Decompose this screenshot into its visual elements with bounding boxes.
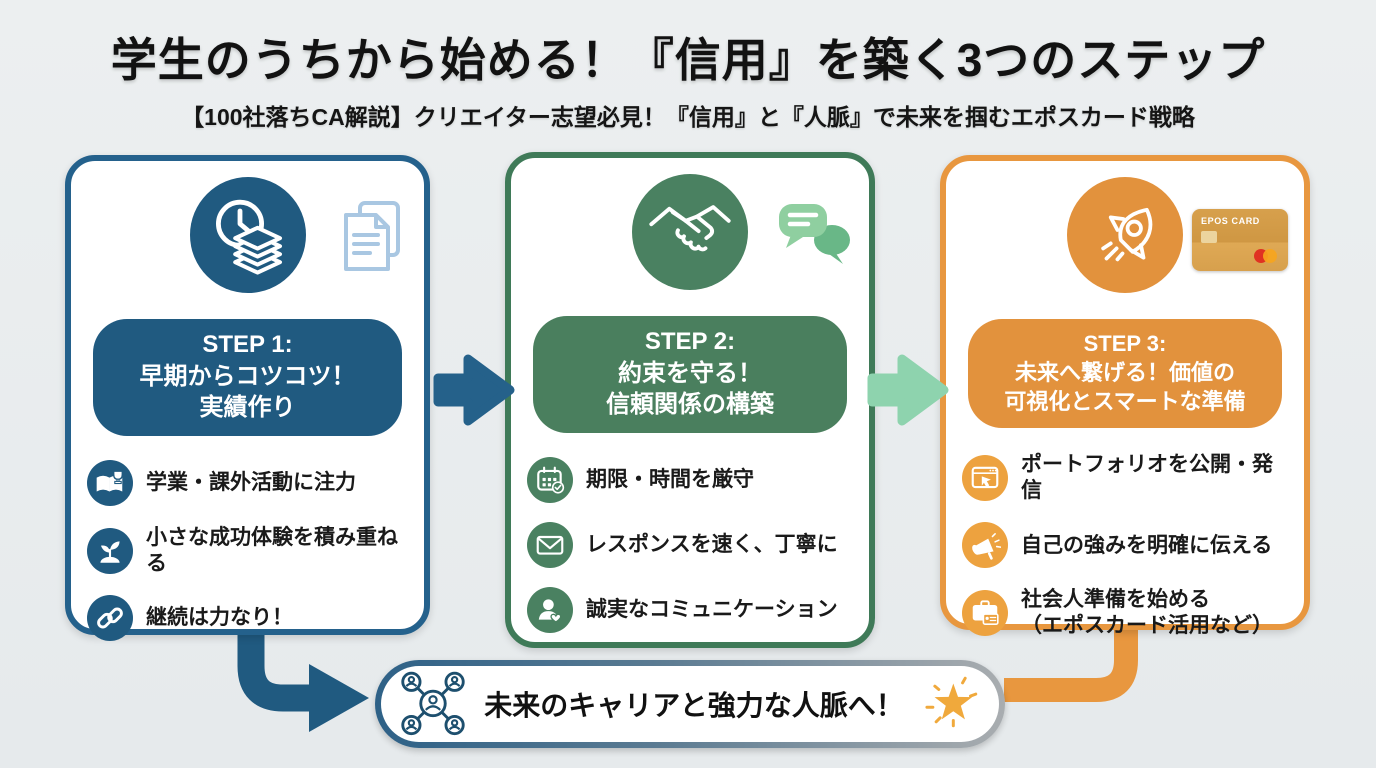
step-3-card: EPOS CARD STEP 3: 未来へ繋げる！価値の 可視化とスマートな準備 xyxy=(940,155,1310,637)
step-1-icon-area xyxy=(71,177,424,309)
page-subtitle: 【100社落ちCA解説】クリエイター志望必見！『信用』と『人脈』で未来を掴むエポ… xyxy=(181,104,1195,130)
step-3-icon-area: EPOS CARD xyxy=(946,177,1304,309)
list-item: 社会人準備を始める （エポスカード活用など） xyxy=(962,587,1290,638)
connector-step1-to-banner xyxy=(237,630,369,732)
book-trophy-icon xyxy=(87,460,133,507)
megaphone-icon xyxy=(962,522,1008,569)
list-item: 誠実なコミュニケーション xyxy=(527,587,855,634)
step-3-title-line3: 可視化とスマートな準備 xyxy=(1004,389,1246,415)
list-item-text-line2: （エポスカード活用など） xyxy=(1021,613,1273,637)
briefcase-id-icon xyxy=(962,589,1008,636)
card-chip xyxy=(1201,231,1217,243)
list-item-text: 社会人準備を始める （エポスカード活用など） xyxy=(1021,587,1273,638)
step-1-label: STEP 1: xyxy=(202,331,293,358)
chain-link-icon xyxy=(87,595,133,642)
step-1-title-line2: 早期からコツコツ！ xyxy=(139,362,356,390)
step-2-title-line2: 約束を守る！ xyxy=(618,359,762,387)
step-1-items: 学業・課外活動に注力 小さな成功体験を積み重ねる xyxy=(87,460,410,642)
step-2-header: STEP 2: 約束を守る！ 信頼関係の構築 xyxy=(533,316,847,434)
person-heart-icon xyxy=(527,587,573,634)
network-people-icon xyxy=(397,666,469,743)
step-2-card: STEP 2: 約束を守る！ 信頼関係の構築 xyxy=(505,152,875,648)
epos-card-label: EPOS CARD xyxy=(1201,216,1260,226)
browser-cursor-icon xyxy=(962,454,1008,501)
step-1-card: STEP 1: 早期からコツコツ！ 実績作り 学業・課外活動に注力 xyxy=(65,155,430,642)
star-burst-icon xyxy=(919,669,985,740)
list-item: 学業・課外活動に注力 xyxy=(87,460,410,507)
documents-icon xyxy=(338,199,404,282)
step-2-label: STEP 2: xyxy=(644,328,736,355)
clock-stack-icon xyxy=(189,177,306,293)
list-item: 小さな成功体験を積み重ねる xyxy=(87,525,410,576)
sprout-icon xyxy=(87,527,133,574)
list-item-text-line1: 社会人準備を始める xyxy=(1021,588,1210,612)
list-item-text: 継続は力なり！ xyxy=(146,606,293,630)
calendar-check-icon xyxy=(527,457,573,504)
list-item-text: 誠実なコミュニケーション xyxy=(586,598,838,622)
speech-bubbles-icon xyxy=(777,202,855,275)
arrow-step1-to-step2 xyxy=(433,354,515,426)
step-1-title-line3: 実績作り xyxy=(199,394,296,422)
page-title: 学生のうちから始める！『信用』を築く3つのステップ xyxy=(110,34,1266,86)
list-item-text: ポートフォリオを公開・発信 xyxy=(1021,453,1273,502)
list-item-text: レスポンスを速く、丁寧に xyxy=(586,533,838,557)
footer-banner: 未来のキャリアと強力な人脈へ！ xyxy=(375,660,1005,748)
list-item: 期限・時間を厳守 xyxy=(527,457,855,504)
step-3-title-line2: 未来へ繋げる！価値の xyxy=(1014,360,1235,386)
list-item-text: 期限・時間を厳守 xyxy=(586,468,754,492)
envelope-icon xyxy=(527,522,573,569)
step-3-items: ポートフォリオを公開・発信 自己の強みを明確に伝える xyxy=(962,452,1290,638)
list-item: 自己の強みを明確に伝える xyxy=(962,522,1290,569)
arrow-step2-to-step3 xyxy=(867,354,949,426)
step-2-icon-area xyxy=(511,174,869,306)
list-item-text: 小さな成功体験を積み重ねる xyxy=(146,526,398,575)
footer-banner-inner: 未来のキャリアと強力な人脈へ！ xyxy=(381,666,999,742)
step-3-label: STEP 3: xyxy=(1083,331,1167,356)
footer-banner-text: 未来のキャリアと強力な人脈へ！ xyxy=(484,690,904,721)
list-item-text: 自己の強みを明確に伝える xyxy=(1021,533,1273,557)
step-2-title-line3: 信頼関係の構築 xyxy=(606,391,774,419)
list-item: レスポンスを速く、丁寧に xyxy=(527,522,855,569)
rocket-icon xyxy=(1067,177,1183,293)
credit-card-image: EPOS CARD xyxy=(1192,209,1288,271)
list-item: ポートフォリオを公開・発信 xyxy=(962,452,1290,503)
card-logo-circle-orange xyxy=(1263,249,1277,263)
connector-step3-to-banner xyxy=(1004,630,1138,702)
epos-card-graphic: EPOS CARD xyxy=(1192,209,1288,271)
list-item: 継続は力なり！ xyxy=(87,595,410,642)
step-3-header: STEP 3: 未来へ繋げる！価値の 可視化とスマートな準備 xyxy=(968,319,1282,429)
step-1-header: STEP 1: 早期からコツコツ！ 実績作り xyxy=(93,319,402,437)
handshake-icon xyxy=(632,174,748,290)
list-item-text: 学業・課外活動に注力 xyxy=(146,471,356,495)
step-2-items: 期限・時間を厳守 レスポンスを速く、丁寧に xyxy=(527,457,855,634)
